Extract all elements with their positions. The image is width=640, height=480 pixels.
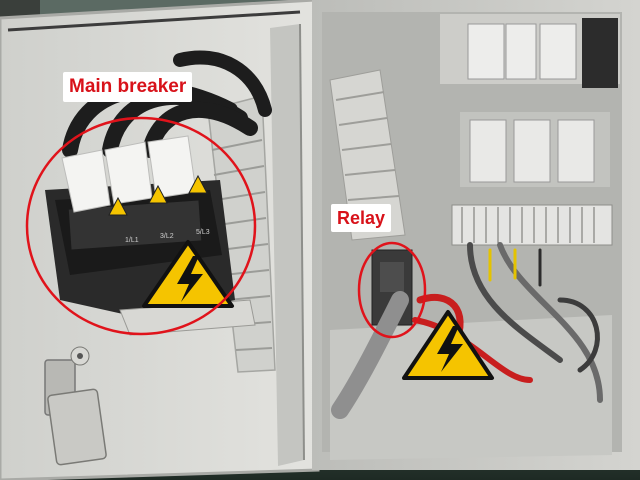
cabinet-enclosure bbox=[312, 0, 640, 470]
caution-triangle-icon bbox=[108, 174, 208, 216]
main-breaker-label: Main breaker bbox=[63, 72, 193, 102]
breaker-marking-1: 1/L1 bbox=[125, 237, 139, 244]
breaker-marking-3: 5/L3 bbox=[196, 229, 210, 236]
high-voltage-warning-icon bbox=[402, 310, 494, 380]
breaker-highlight-ring bbox=[25, 116, 257, 336]
relay-label: Relay bbox=[331, 204, 392, 232]
breaker-marking-2: 3/L2 bbox=[160, 233, 174, 240]
door-handle[interactable] bbox=[44, 346, 107, 466]
high-voltage-warning-icon bbox=[142, 240, 234, 308]
cabinet-wiring bbox=[331, 242, 603, 419]
relay-highlight-ring bbox=[357, 241, 427, 339]
